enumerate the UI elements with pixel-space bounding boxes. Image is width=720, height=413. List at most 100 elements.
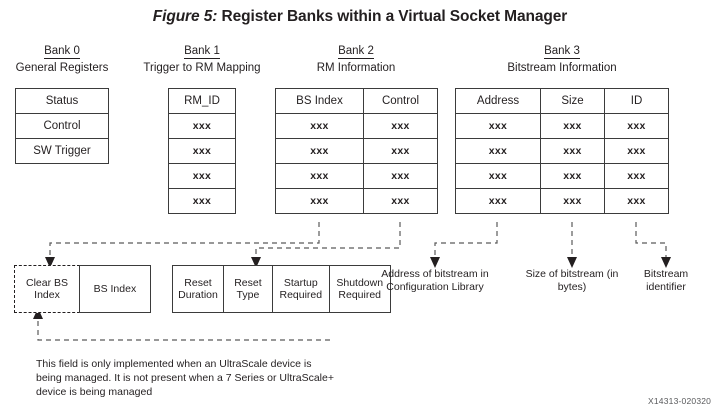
bank-3-value: xxx (604, 138, 669, 164)
arrowhead-address (430, 257, 440, 268)
figure-title: Figure 5: Register Banks within a Virtua… (0, 8, 720, 26)
detail-cell-label: Clear BS Index (25, 276, 68, 302)
table-row: xxx (168, 138, 236, 164)
table-row: SW Trigger (15, 138, 109, 164)
detail-cell-label: Reset Duration (178, 276, 218, 302)
bank-2-column-control: Control (363, 88, 438, 114)
detail-cell-label: BS Index (93, 282, 137, 295)
table-row: xxx (168, 188, 236, 214)
bank-description-0: General Registers (15, 62, 109, 74)
size-callout: Size of bitstream (in bytes) (517, 268, 627, 294)
bank-2-value: xxx (275, 113, 364, 139)
detail-cell-reset-type: Reset Type (222, 265, 273, 313)
figure-title-text: Register Banks within a Virtual Socket M… (221, 8, 568, 25)
bank-0-cell-control: Control (15, 113, 109, 139)
bank-3-column-id: ID (604, 88, 669, 114)
detail-cell-bs-index: BS Index (78, 265, 151, 313)
bank-2-table: BS Index Control xxx xxx xxx xxx xxx xxx… (275, 88, 438, 214)
bank-1-table: RM_ID xxx xxx xxx xxx (168, 88, 236, 214)
table-header-row: Address Size ID (455, 88, 669, 114)
detail-cell-label: Shutdown Required (336, 276, 384, 302)
bank-1-column-rm-id: RM_ID (168, 88, 236, 114)
bank-description-1: Trigger to RM Mapping (143, 62, 261, 74)
bank-2-column-bs-index: BS Index (275, 88, 364, 114)
table-row: xxx xxx xxx (455, 188, 669, 214)
detail-cell-shutdown-required: Shutdown Required (328, 265, 391, 313)
table-row: xxx xxx xxx (455, 163, 669, 189)
id-callout-text: Bitstream identifier (643, 268, 689, 293)
address-callout-text: Address of bitstream in Configuration Li… (381, 268, 489, 293)
bank-1-value: xxx (168, 138, 236, 164)
bs-index-detail-row: Clear BS Index BS Index (14, 265, 151, 313)
connector-control (255, 222, 401, 258)
bank-id-1: Bank 1 (184, 45, 220, 59)
arrowhead-size (567, 257, 577, 268)
bank-0-table: Status Control SW Trigger (15, 88, 109, 164)
bank-2-value: xxx (275, 138, 364, 164)
address-callout: Address of bitstream in Configuration Li… (378, 268, 492, 294)
detail-cell-label: Startup Required (279, 276, 323, 302)
id-callout: Bitstream identifier (627, 268, 705, 294)
bank-3-value: xxx (540, 138, 605, 164)
bank-id-2: Bank 2 (338, 45, 374, 59)
bank-heading-1: Bank 1 Trigger to RM Mapping (126, 44, 278, 75)
table-row: xxx xxx (275, 138, 438, 164)
bank-1-value: xxx (168, 113, 236, 139)
bank-description-2: RM Information (316, 62, 396, 74)
bank-heading-3: Bank 3 Bitstream Information (455, 44, 669, 75)
bank-2-value: xxx (363, 138, 438, 164)
bank-2-value: xxx (363, 163, 438, 189)
table-row: xxx (168, 113, 236, 139)
bank-3-value: xxx (455, 163, 541, 189)
table-row: Status (15, 88, 109, 114)
table-header-row: RM_ID (168, 88, 236, 114)
bank-3-value: xxx (540, 113, 605, 139)
bank-id-0: Bank 0 (44, 45, 80, 59)
footnote-text: This field is only implemented when an U… (36, 358, 334, 398)
footnote: This field is only implemented when an U… (36, 357, 336, 399)
table-row: xxx (168, 163, 236, 189)
bank-3-value: xxx (455, 138, 541, 164)
table-row: xxx xxx xxx (455, 113, 669, 139)
bank-3-value: xxx (540, 188, 605, 214)
bank-0-cell-sw-trigger: SW Trigger (15, 138, 109, 164)
detail-cell-clear-bs-index: Clear BS Index (14, 265, 80, 313)
document-id: X14313-020320 (648, 396, 712, 406)
table-row: Control (15, 113, 109, 139)
bank-1-value: xxx (168, 188, 236, 214)
arrowhead-id (661, 257, 671, 268)
bank-2-value: xxx (363, 113, 438, 139)
bank-3-table: Address Size ID xxx xxx xxx xxx xxx xxx … (455, 88, 669, 214)
bank-3-column-address: Address (455, 88, 541, 114)
detail-cell-reset-duration: Reset Duration (172, 265, 224, 313)
bank-2-value: xxx (363, 188, 438, 214)
connector-footnote (37, 318, 330, 341)
connector-id (635, 222, 667, 258)
bank-2-value: xxx (275, 188, 364, 214)
bank-0-cell-status: Status (15, 88, 109, 114)
table-row: xxx xxx (275, 163, 438, 189)
bank-3-value: xxx (604, 163, 669, 189)
detail-cell-label: Reset Type (234, 276, 262, 302)
bank-heading-0: Bank 0 General Registers (6, 44, 118, 75)
table-row: xxx xxx (275, 188, 438, 214)
table-row: xxx xxx xxx (455, 138, 669, 164)
figure-number: Figure 5: (152, 8, 218, 25)
bank-3-value: xxx (455, 188, 541, 214)
bank-3-value: xxx (604, 188, 669, 214)
connector-bs-index (49, 222, 320, 258)
bank-3-value: xxx (604, 113, 669, 139)
control-detail-row: Reset Duration Reset Type Startup Requir… (172, 265, 391, 313)
bank-2-value: xxx (275, 163, 364, 189)
size-callout-text: Size of bitstream (in bytes) (525, 268, 619, 293)
detail-cell-startup-required: Startup Required (271, 265, 330, 313)
bank-description-3: Bitstream Information (507, 62, 617, 74)
bank-heading-2: Bank 2 RM Information (276, 44, 436, 75)
bank-3-value: xxx (540, 163, 605, 189)
table-row: xxx xxx (275, 113, 438, 139)
bank-3-value: xxx (455, 113, 541, 139)
bank-3-column-size: Size (540, 88, 605, 114)
bank-id-3: Bank 3 (544, 45, 580, 59)
connector-address (434, 222, 498, 258)
